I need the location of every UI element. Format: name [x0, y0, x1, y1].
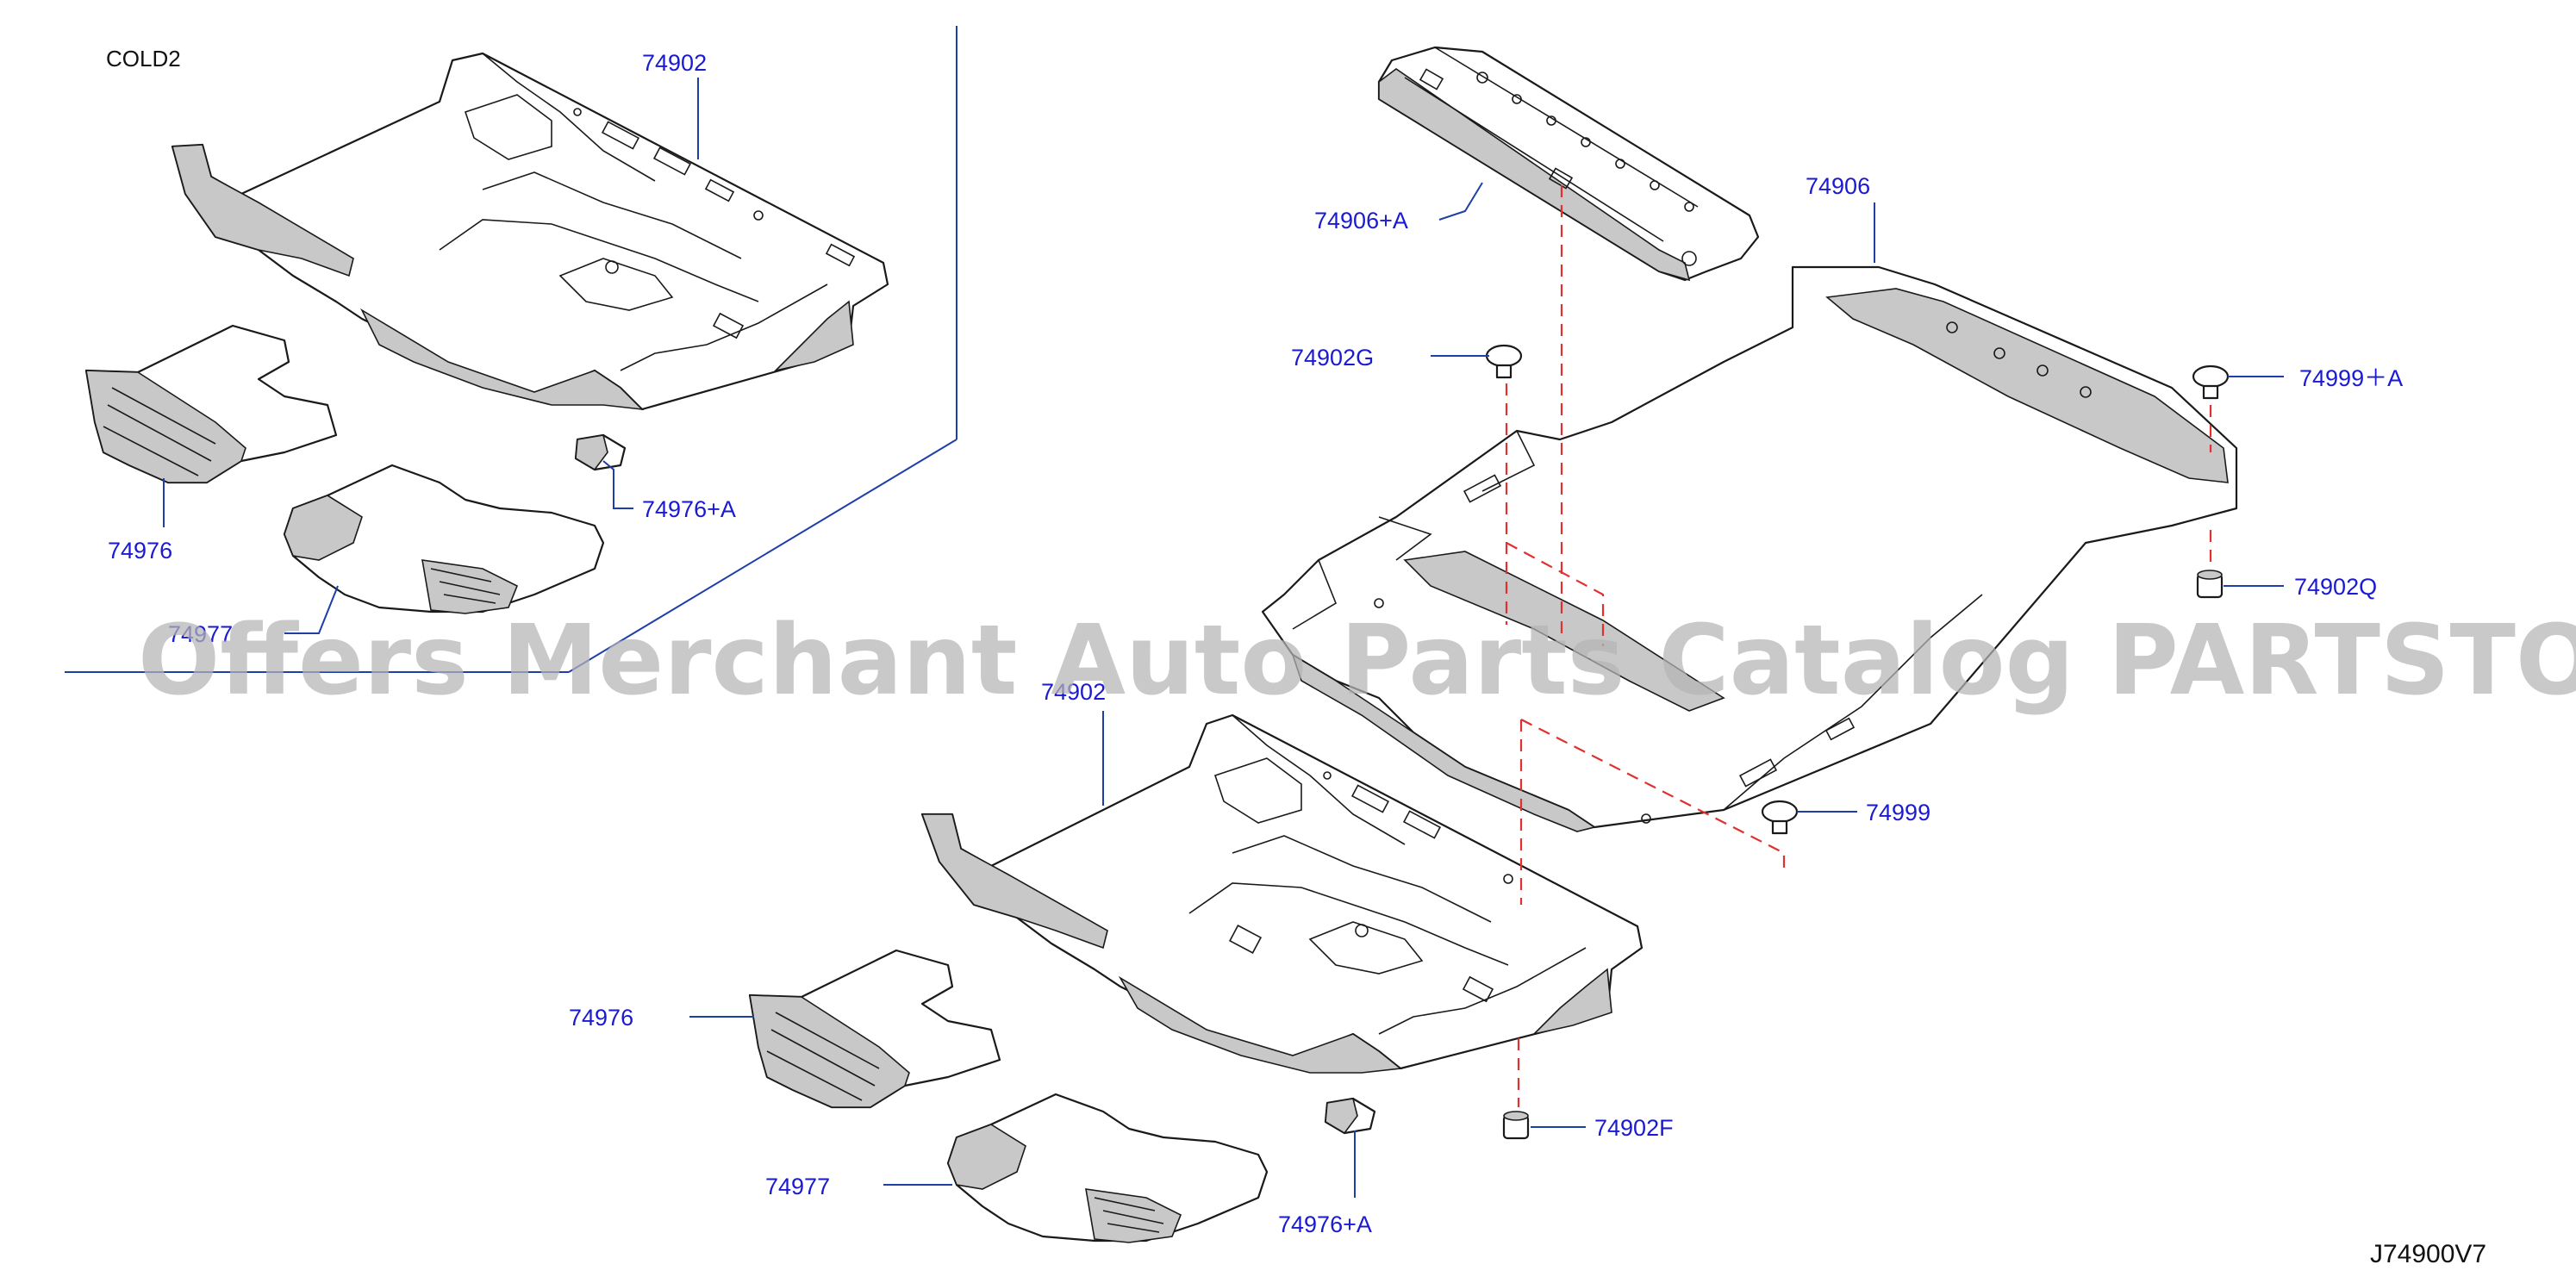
inset-bracket — [574, 433, 627, 471]
callout-clip-q: 74902Q — [2294, 574, 2377, 600]
main-front-left-mat — [748, 949, 1001, 1109]
watermark-text: Offers Merchant Auto Parts Catalog PARTS… — [138, 605, 2576, 717]
main-leaders — [689, 182, 2284, 1198]
main-front-right-mat — [946, 1093, 1269, 1243]
callout-main-front-right: 74977 — [765, 1174, 830, 1199]
callout-grommet-g: 74902G — [1291, 345, 1374, 371]
clip-74902g-icon — [1485, 344, 1523, 379]
rear-floor-part — [1261, 265, 2238, 832]
callout-main-front-left: 74976 — [569, 1005, 633, 1031]
main-bracket — [1324, 1097, 1376, 1135]
callout-main-bracket: 74976+A — [1278, 1211, 1372, 1237]
clip-74999a-icon — [2192, 364, 2230, 400]
inset-floor-carpet — [171, 52, 889, 411]
plate-part — [1377, 46, 1760, 282]
callout-main-floor: 74902 — [1041, 679, 1106, 705]
callout-clip: 74999 — [1866, 800, 1930, 825]
callout-inset-front-left: 74976 — [108, 538, 172, 564]
main-floor-carpet — [920, 713, 1644, 1074]
clip-74999-icon — [1761, 800, 1799, 835]
callout-clip-f: 74902F — [1594, 1115, 1674, 1141]
callout-plate: 74906+A — [1314, 208, 1408, 234]
callout-labels: 74902 74976 74976+A 74977 74906+A 74906 … — [108, 50, 2403, 1237]
inset-front-left-mat — [84, 324, 338, 484]
clip-74902q-icon — [2196, 570, 2224, 599]
inset-leaders — [163, 78, 699, 634]
callout-clip-a: 74999＋A — [2299, 365, 2403, 391]
callout-inset-floor: 74902 — [642, 50, 707, 76]
callout-rear-floor: 74906 — [1806, 173, 1870, 199]
assembly-dash-lines — [1505, 185, 2212, 1107]
inset-frame — [65, 26, 957, 673]
callout-inset-bracket: 74976+A — [642, 496, 736, 522]
inset-front-right-mat — [283, 464, 605, 614]
drawing-code-label: J74900V7 — [2370, 1240, 2486, 1268]
variant-code-label: COLD2 — [106, 46, 181, 72]
callout-inset-front-right: 74977 — [168, 621, 233, 647]
clip-74902f-icon — [1502, 1111, 1530, 1140]
